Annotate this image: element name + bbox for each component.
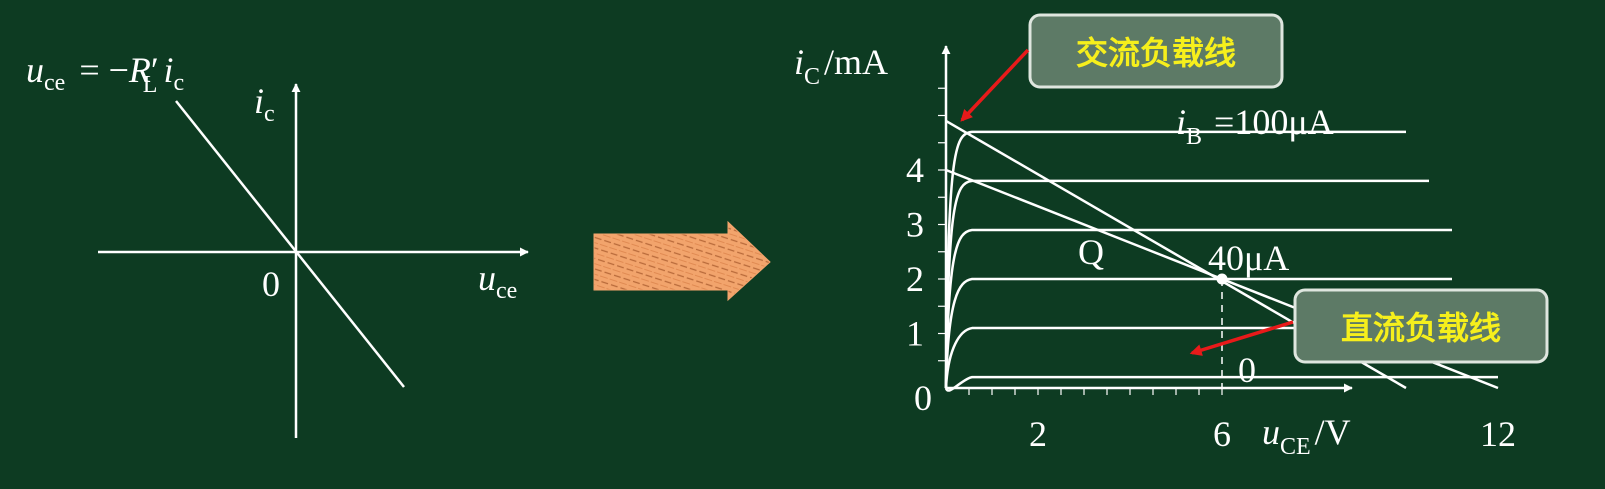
eq-equals: = − [79,50,129,90]
eq-u-sub: ce [44,70,65,96]
left-x-axis-label: uce [478,258,517,304]
left-origin-label: 0 [262,264,280,304]
dc-load-line-label: 直流负载线 [1341,309,1501,347]
right-origin-label: 0 [914,378,932,418]
eq-prime: ′ [151,50,159,90]
x-tick-label: 2 [1029,414,1047,454]
eq-R-sub: L [143,72,158,98]
curve-label-100uA: iB=100μA [1176,102,1334,150]
eq-u: u [26,50,44,90]
ac-load-line-label: 交流负载线 [1076,34,1236,72]
q-point [1216,273,1228,285]
x-tick-label: 12 [1480,414,1516,454]
eq-R: R [128,50,151,90]
y-tick-label: 1 [906,314,924,354]
ib-curve [944,277,1452,389]
transform-arrow [593,220,771,302]
x-tick-label: 6 [1213,414,1231,454]
ac-callout-pointer [960,48,1030,122]
curve-label-40uA: 40μA [1208,238,1289,278]
y-tick-label: 4 [906,150,924,190]
ib-curve [944,228,1452,389]
curve-label-0: 0 [1238,350,1256,390]
ac-load-line-callout: 交流负载线 [1028,13,1284,89]
ib-curve [944,326,1475,389]
eq-i: i [163,50,173,90]
q-point-label: Q [1078,232,1104,272]
ib-curve [944,375,1498,392]
y-tick-label: 2 [906,259,924,299]
dc-load-line-callout: 直流负载线 [1293,288,1549,364]
eq-i-sub: c [173,70,184,96]
dc-callout-pointer [1189,320,1294,356]
right-y-axis-label: iC/mA [794,42,888,90]
right-x-axis-label: uCE/V [1262,412,1351,460]
left-load-line [175,100,405,388]
y-tick-label: 3 [906,205,924,245]
left-y-axis-label: ic [254,81,275,127]
